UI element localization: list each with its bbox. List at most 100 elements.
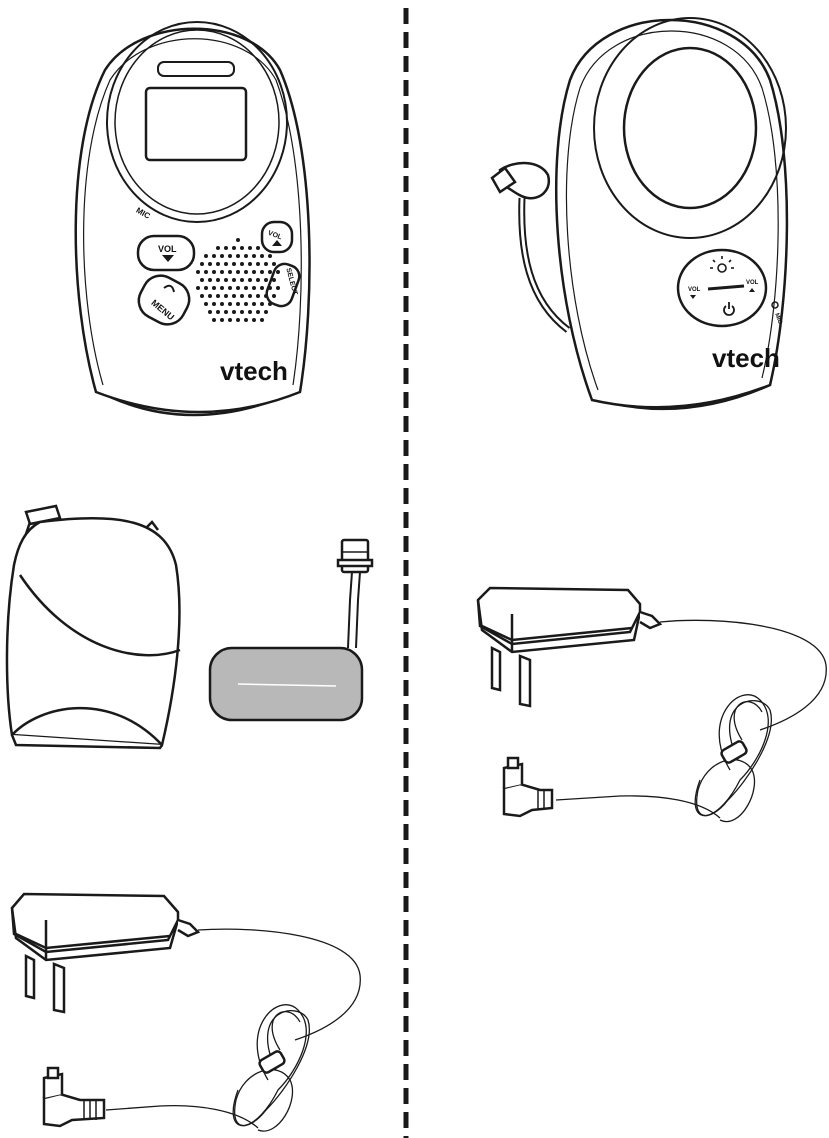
grille-hole: [240, 246, 244, 250]
grille-hole: [208, 262, 212, 266]
grille-hole: [232, 246, 236, 250]
grille-hole: [212, 302, 216, 306]
belt-clip: [7, 506, 180, 748]
grille-hole: [212, 286, 216, 290]
grille-hole: [272, 294, 276, 298]
grille-hole: [244, 286, 248, 290]
grille-hole: [268, 254, 272, 258]
grille-hole: [208, 310, 212, 314]
grille-hole: [200, 262, 204, 266]
grille-hole: [224, 278, 228, 282]
grille-hole: [236, 318, 240, 322]
grille-hole: [228, 302, 232, 306]
grille-hole: [264, 278, 268, 282]
grille-hole: [212, 254, 216, 258]
baby-vol-right-label: VOL: [746, 280, 759, 286]
grille-hole: [244, 270, 248, 274]
grille-hole: [252, 302, 256, 306]
grille-hole: [256, 310, 260, 314]
grille-hole: [228, 254, 232, 258]
grille-hole: [272, 262, 276, 266]
grille-hole: [228, 286, 232, 290]
grille-hole: [232, 262, 236, 266]
grille-hole: [220, 270, 224, 274]
grille-hole: [260, 270, 264, 274]
grille-hole: [204, 270, 208, 274]
grille-hole: [240, 294, 244, 298]
grille-hole: [264, 294, 268, 298]
grille-hole: [216, 278, 220, 282]
parent-brand-logo: vtech: [220, 356, 288, 386]
grille-hole: [228, 270, 232, 274]
grille-hole: [248, 262, 252, 266]
grille-hole: [252, 254, 256, 258]
grille-hole: [236, 238, 240, 242]
grille-hole: [260, 286, 264, 290]
grille-hole: [252, 270, 256, 274]
grille-hole: [224, 310, 228, 314]
grille-hole: [204, 286, 208, 290]
grille-hole: [248, 294, 252, 298]
grille-hole: [276, 286, 280, 290]
grille-hole: [220, 254, 224, 258]
grille-hole: [208, 294, 212, 298]
grille-hole: [232, 278, 236, 282]
grille-hole: [256, 262, 260, 266]
grille-hole: [248, 246, 252, 250]
grille-hole: [228, 318, 232, 322]
grille-hole: [216, 294, 220, 298]
grille-hole: [256, 246, 260, 250]
grille-hole: [244, 254, 248, 258]
grille-hole: [240, 310, 244, 314]
grille-hole: [216, 310, 220, 314]
grille-hole: [200, 294, 204, 298]
grille-hole: [268, 286, 272, 290]
grille-hole: [264, 310, 268, 314]
grille-hole: [248, 278, 252, 282]
grille-hole: [216, 262, 220, 266]
grille-hole: [252, 318, 256, 322]
grille-hole: [256, 294, 260, 298]
grille-hole: [196, 286, 200, 290]
grille-hole: [240, 262, 244, 266]
grille-hole: [216, 246, 220, 250]
grille-hole: [268, 270, 272, 274]
grille-hole: [260, 318, 264, 322]
grille-hole: [204, 302, 208, 306]
grille-hole: [272, 278, 276, 282]
grille-hole: [224, 262, 228, 266]
grille-hole: [212, 318, 216, 322]
parent-vol-down-label: VOL: [158, 244, 177, 254]
parent-power-adapter: [12, 894, 360, 1131]
grille-hole: [236, 254, 240, 258]
grille-hole: [236, 270, 240, 274]
grille-hole: [224, 246, 228, 250]
grille-hole: [232, 294, 236, 298]
grille-hole: [232, 310, 236, 314]
grille-hole: [220, 302, 224, 306]
grille-hole: [240, 278, 244, 282]
battery-pack: [210, 540, 372, 720]
grille-hole: [260, 254, 264, 258]
grille-hole: [224, 294, 228, 298]
grille-hole: [236, 302, 240, 306]
grille-hole: [264, 262, 268, 266]
grille-hole: [236, 286, 240, 290]
grille-hole: [208, 278, 212, 282]
baby-power-adapter: [478, 588, 826, 822]
baby-vol-left-label: VOL: [688, 287, 701, 293]
grille-hole: [212, 270, 216, 274]
grille-hole: [268, 302, 272, 306]
grille-hole: [200, 278, 204, 282]
grille-hole: [252, 286, 256, 290]
grille-hole: [244, 302, 248, 306]
grille-hole: [248, 310, 252, 314]
grille-hole: [204, 254, 208, 258]
grille-hole: [220, 286, 224, 290]
grille-hole: [244, 318, 248, 322]
grille-hole: [256, 278, 260, 282]
grille-hole: [220, 318, 224, 322]
baby-brand-logo: vtech: [712, 343, 780, 373]
grille-hole: [196, 270, 200, 274]
